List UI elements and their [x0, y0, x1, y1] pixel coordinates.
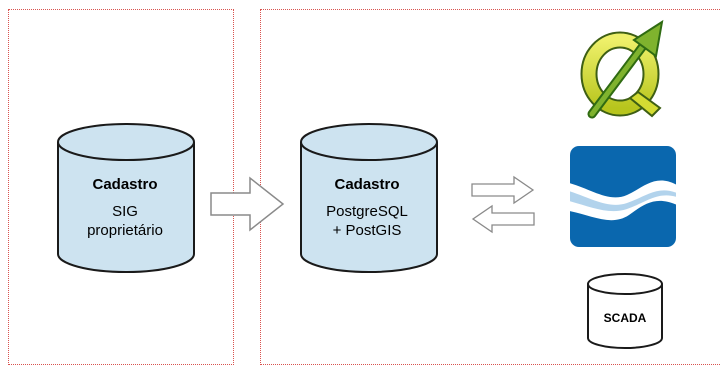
- middle-database-line1: PostgreSQL: [326, 203, 408, 220]
- water-wave-logo-icon: [570, 146, 676, 247]
- qgis-logo-icon: [580, 19, 664, 119]
- middle-database-label: Cadastro PostgreSQL + PostGIS: [300, 175, 434, 240]
- left-database-cylinder: [57, 123, 195, 273]
- middle-database-cylinder: [300, 123, 438, 273]
- migration-arrow-icon: [210, 176, 285, 232]
- scada-label: SCADA: [603, 311, 647, 325]
- middle-database-line2: + PostGIS: [332, 222, 402, 239]
- left-database-label: Cadastro SIG proprietário: [58, 175, 192, 240]
- middle-database-title: Cadastro: [334, 176, 400, 193]
- sync-arrows-icon: [471, 175, 535, 234]
- left-database-title: Cadastro: [92, 176, 158, 193]
- left-database-line1: SIG: [112, 203, 138, 220]
- left-database-line2: proprietário: [87, 222, 163, 239]
- scada-database-cylinder: [587, 273, 663, 349]
